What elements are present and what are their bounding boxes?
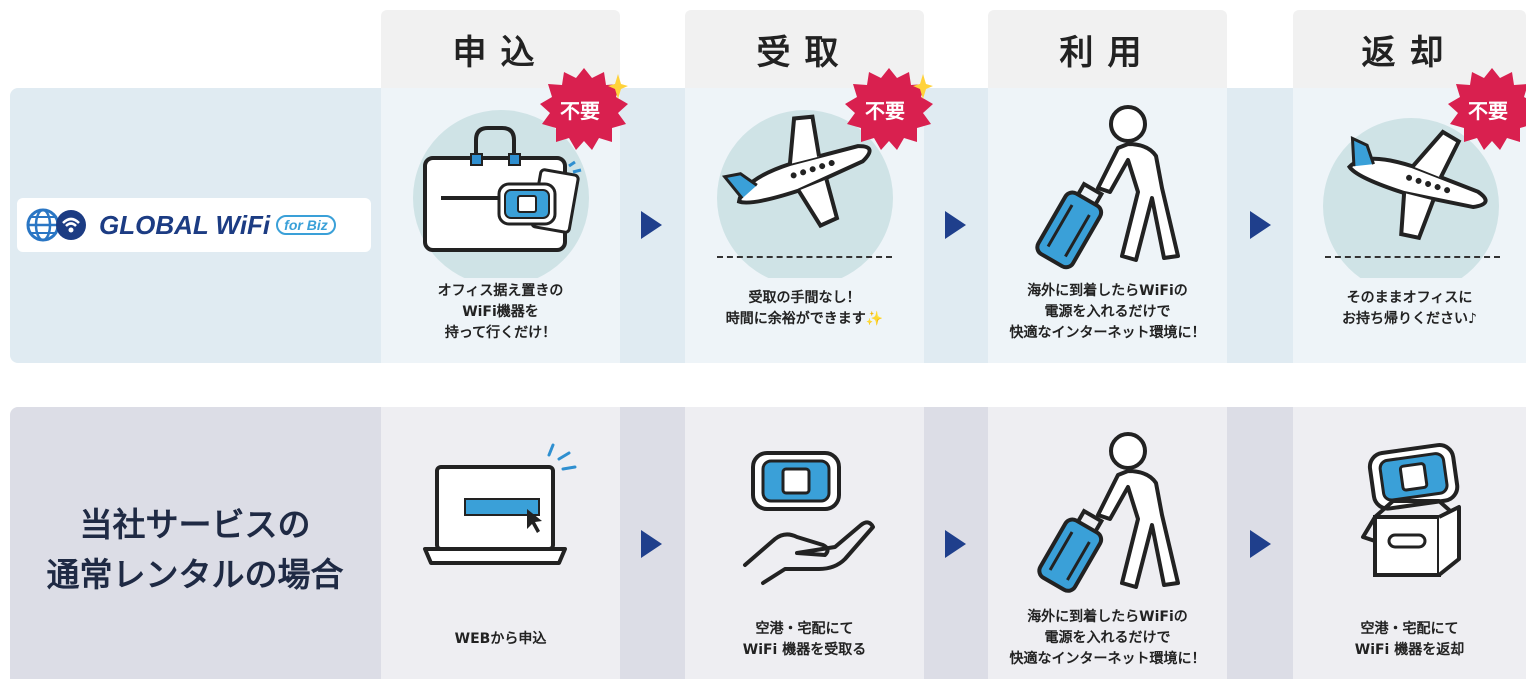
bag-wifi-icon	[413, 110, 589, 278]
runway-line	[1325, 256, 1500, 258]
step-header-use: 利用	[988, 10, 1227, 88]
bottom-step-receive: 空港・宅配にて WiFi 機器を受取る	[685, 407, 924, 679]
top-step-use: 海外に到着したらWiFiの 電源を入れるだけで 快適なインターネット環境に！	[988, 88, 1227, 363]
globe-wifi-icon	[26, 208, 86, 242]
airplane-icon	[717, 110, 893, 278]
bottom-step-apply: WEBから申込	[381, 407, 620, 679]
top-caption-use: 海外に到着したらWiFiの 電源を入れるだけで 快適なインターネット環境に！	[1009, 283, 1206, 341]
arrow-right-icon	[1250, 211, 1271, 239]
sparkle-icon	[913, 74, 933, 99]
bottom-caption-apply: WEBから申込	[454, 631, 547, 647]
arrow-right-icon	[945, 530, 966, 558]
arrow-right-icon	[641, 530, 662, 558]
top-caption-apply: オフィス据え置きの WiFi機器を 持って行くだけ！	[437, 283, 564, 341]
not-required-badge: 不要	[540, 68, 628, 150]
arrow-right-icon	[945, 211, 966, 239]
badge-label: 不要	[865, 99, 905, 123]
hand-router-icon	[743, 451, 875, 585]
traveler-icon	[1037, 432, 1180, 593]
bottom-caption-receive: 空港・宅配にて WiFi 機器を受取る	[742, 621, 867, 658]
step-header-return: 返却	[1293, 10, 1526, 88]
brand-logo: GLOBAL WiFi for Biz	[17, 198, 371, 252]
badge-label: 不要	[1468, 99, 1508, 123]
bottom-caption-use: 海外に到着したらWiFiの 電源を入れるだけで 快適なインターネット環境に！	[1009, 609, 1206, 667]
runway-line	[717, 256, 892, 258]
sparkle-icon	[608, 74, 628, 99]
traveler-icon	[1035, 105, 1180, 270]
top-caption-receive: 受取の手間なし！ 時間に余裕ができます✨	[725, 290, 884, 327]
normal-rental-title: 当社サービスの 通常レンタルの場合	[46, 505, 344, 594]
bottom-step-return: 空港・宅配にて WiFi 機器を返却	[1293, 407, 1526, 679]
bottom-caption-return: 空港・宅配にて WiFi 機器を返却	[1354, 621, 1465, 658]
brand-sub: for Biz	[276, 215, 336, 235]
brand-name: GLOBAL WiFi	[99, 209, 271, 240]
laptop-icon	[423, 443, 577, 565]
box-router-icon	[1361, 443, 1461, 577]
badge-label: 不要	[560, 99, 600, 123]
arrow-right-icon	[641, 211, 662, 239]
not-required-badge: 不要	[845, 68, 933, 150]
top-step-apply: オフィス据え置きの WiFi機器を 持って行くだけ！	[381, 88, 620, 363]
not-required-badge: 不要	[1448, 68, 1526, 150]
bottom-step-use: 海外に到着したらWiFiの 電源を入れるだけで 快適なインターネット環境に！	[988, 407, 1227, 679]
arrow-right-icon	[1250, 530, 1271, 558]
airplane-icon	[1323, 118, 1499, 278]
top-caption-return: そのままオフィスに お持ち帰りください♪	[1342, 290, 1477, 327]
